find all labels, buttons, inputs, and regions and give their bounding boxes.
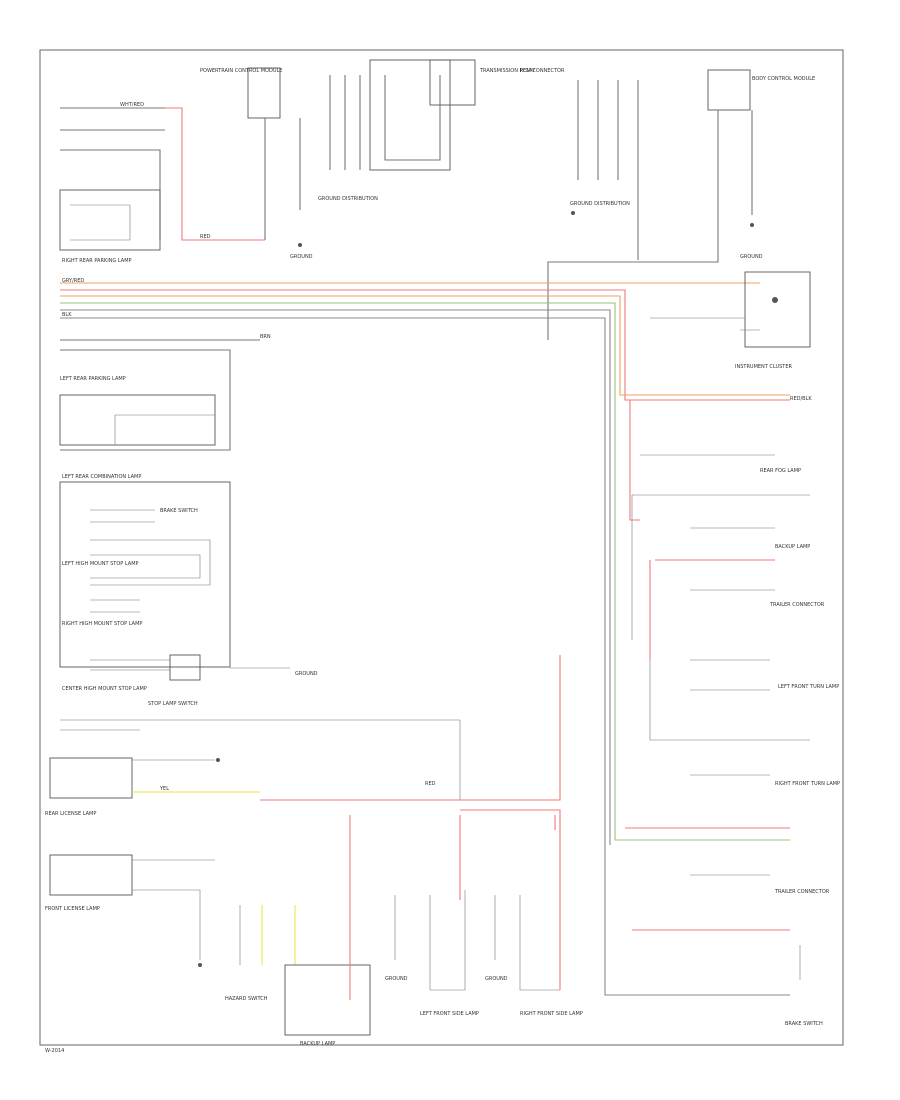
svg-text:GROUND: GROUND <box>385 976 408 982</box>
svg-text:HAZARD SWITCH: HAZARD SWITCH <box>225 996 268 1002</box>
transmission-relay-label: TRANSMISSION RELAY <box>479 68 536 74</box>
rear-license-label: REAR LICENSE LAMP <box>45 811 96 817</box>
brake-lamp-switch: BRAKE SWITCH <box>785 945 823 1027</box>
right-front-side-lamp: GROUND RIGHT FRONT SIDE LAMP <box>460 809 583 1017</box>
svg-text:BODY CONTROL MODULE: BODY CONTROL MODULE <box>752 76 815 82</box>
trailer-connector: TRAILER CONNECTOR <box>632 874 830 931</box>
svg-text:BACKUP LAMP: BACKUP LAMP <box>775 544 810 550</box>
svg-text:REAR FOG LAMP: REAR FOG LAMP <box>760 468 801 474</box>
main-harness-bus: GRY/RED BLK <box>60 278 790 996</box>
svg-text:WHT/RED: WHT/RED <box>120 102 144 108</box>
svg-text:GROUND DISTRIBUTION: GROUND DISTRIBUTION <box>570 201 630 207</box>
svg-text:GROUND: GROUND <box>485 976 508 982</box>
instrument-cluster-label: INSTRUMENT CLUSTER <box>735 364 793 370</box>
powertrain-label: POWERTRAIN CONTROL MODULE <box>200 68 282 74</box>
backup-lamp-module: BACKUP LAMP <box>631 494 810 640</box>
left-front-side-lamp: GROUND LEFT FRONT SIDE LAMP <box>385 815 479 1017</box>
svg-text:RED: RED <box>200 234 211 240</box>
svg-text:YEL: YEL <box>159 786 169 792</box>
pcm-connector-label: PCM CONNECTOR <box>520 68 565 74</box>
left-rear-combination-lamp: LEFT REAR COMBINATION LAMP BRAKE SWITCH … <box>59 474 318 707</box>
rear-license-lamp: REAR LICENSE LAMP YEL RED <box>45 655 561 817</box>
svg-text:RED/BLK: RED/BLK <box>790 396 812 402</box>
trailer-lamp-module: TRAILER CONNECTOR LEFT FRONT TURN LAMP <box>649 589 839 741</box>
svg-text:TRAILER CONNECTOR: TRAILER CONNECTOR <box>774 889 830 895</box>
svg-text:GROUND: GROUND <box>290 254 313 260</box>
svg-text:LEFT FRONT SIDE LAMP: LEFT FRONT SIDE LAMP <box>420 1011 479 1017</box>
right-rear-parking-label: RIGHT REAR PARKING LAMP <box>62 258 132 264</box>
left-rear-parking-lamp: LEFT REAR PARKING LAMP BRN <box>59 334 271 451</box>
svg-text:LEFT FRONT TURN LAMP: LEFT FRONT TURN LAMP <box>778 684 839 690</box>
svg-text:GROUND: GROUND <box>295 671 318 677</box>
engine-fuse-box: GROUND DISTRIBUTION TRANSMISSION RELAY <box>318 59 536 202</box>
svg-text:GROUND: GROUND <box>740 254 763 260</box>
svg-text:GROUND DISTRIBUTION: GROUND DISTRIBUTION <box>318 196 378 202</box>
svg-text:RED: RED <box>425 781 436 787</box>
svg-text:BRN: BRN <box>260 334 271 340</box>
rear-fog-lamp: REAR FOG LAMP RED/BLK <box>640 396 812 474</box>
right-rear-parking-lamp: RIGHT REAR PARKING LAMP WHT/RED RED <box>59 102 265 264</box>
body-control-module: BODY CONTROL MODULE GROUND <box>547 69 815 340</box>
svg-text:BLK: BLK <box>62 312 72 318</box>
svg-text:BACKUP LAMP: BACKUP LAMP <box>300 1041 335 1047</box>
svg-text:RIGHT HIGH MOUNT STOP LAMP: RIGHT HIGH MOUNT STOP LAMP <box>62 621 142 627</box>
svg-text:BRAKE SWITCH: BRAKE SWITCH <box>160 508 198 514</box>
svg-text:RIGHT FRONT TURN LAMP: RIGHT FRONT TURN LAMP <box>775 781 840 787</box>
svg-text:GRY/RED: GRY/RED <box>62 278 84 284</box>
svg-text:RIGHT FRONT SIDE LAMP: RIGHT FRONT SIDE LAMP <box>520 1011 583 1017</box>
front-license-lamp: FRONT LICENSE LAMP <box>45 854 215 967</box>
instrument-cluster: INSTRUMENT CLUSTER <box>650 271 811 370</box>
hazard-switch: HAZARD SWITCH BACKUP LAMP <box>225 905 371 1047</box>
pcm-connector: GROUND DISTRIBUTION PCM CONNECTOR <box>520 68 639 260</box>
svg-text:LEFT HIGH MOUNT STOP LAMP: LEFT HIGH MOUNT STOP LAMP <box>62 561 139 567</box>
right-front-turn-lamp: RIGHT FRONT TURN LAMP <box>625 774 840 829</box>
svg-text:STOP LAMP SWITCH: STOP LAMP SWITCH <box>148 701 198 707</box>
powertrain-control-module: POWERTRAIN CONTROL MODULE GROUND <box>200 67 313 260</box>
svg-text:BRAKE SWITCH: BRAKE SWITCH <box>785 1021 823 1027</box>
diagram-frame <box>39 49 844 1046</box>
footer-code: W-2014 <box>45 1048 64 1054</box>
left-rear-combo-label: LEFT REAR COMBINATION LAMP <box>62 474 141 480</box>
red-crossover-wire <box>629 400 651 660</box>
red-cross-wire-bottom <box>349 815 556 1000</box>
svg-text:CENTER HIGH MOUNT STOP LAMP: CENTER HIGH MOUNT STOP LAMP <box>62 686 147 692</box>
front-license-label: FRONT LICENSE LAMP <box>45 906 100 912</box>
left-rear-parking-label: LEFT REAR PARKING LAMP <box>60 376 126 382</box>
svg-text:TRAILER CONNECTOR: TRAILER CONNECTOR <box>769 602 825 608</box>
